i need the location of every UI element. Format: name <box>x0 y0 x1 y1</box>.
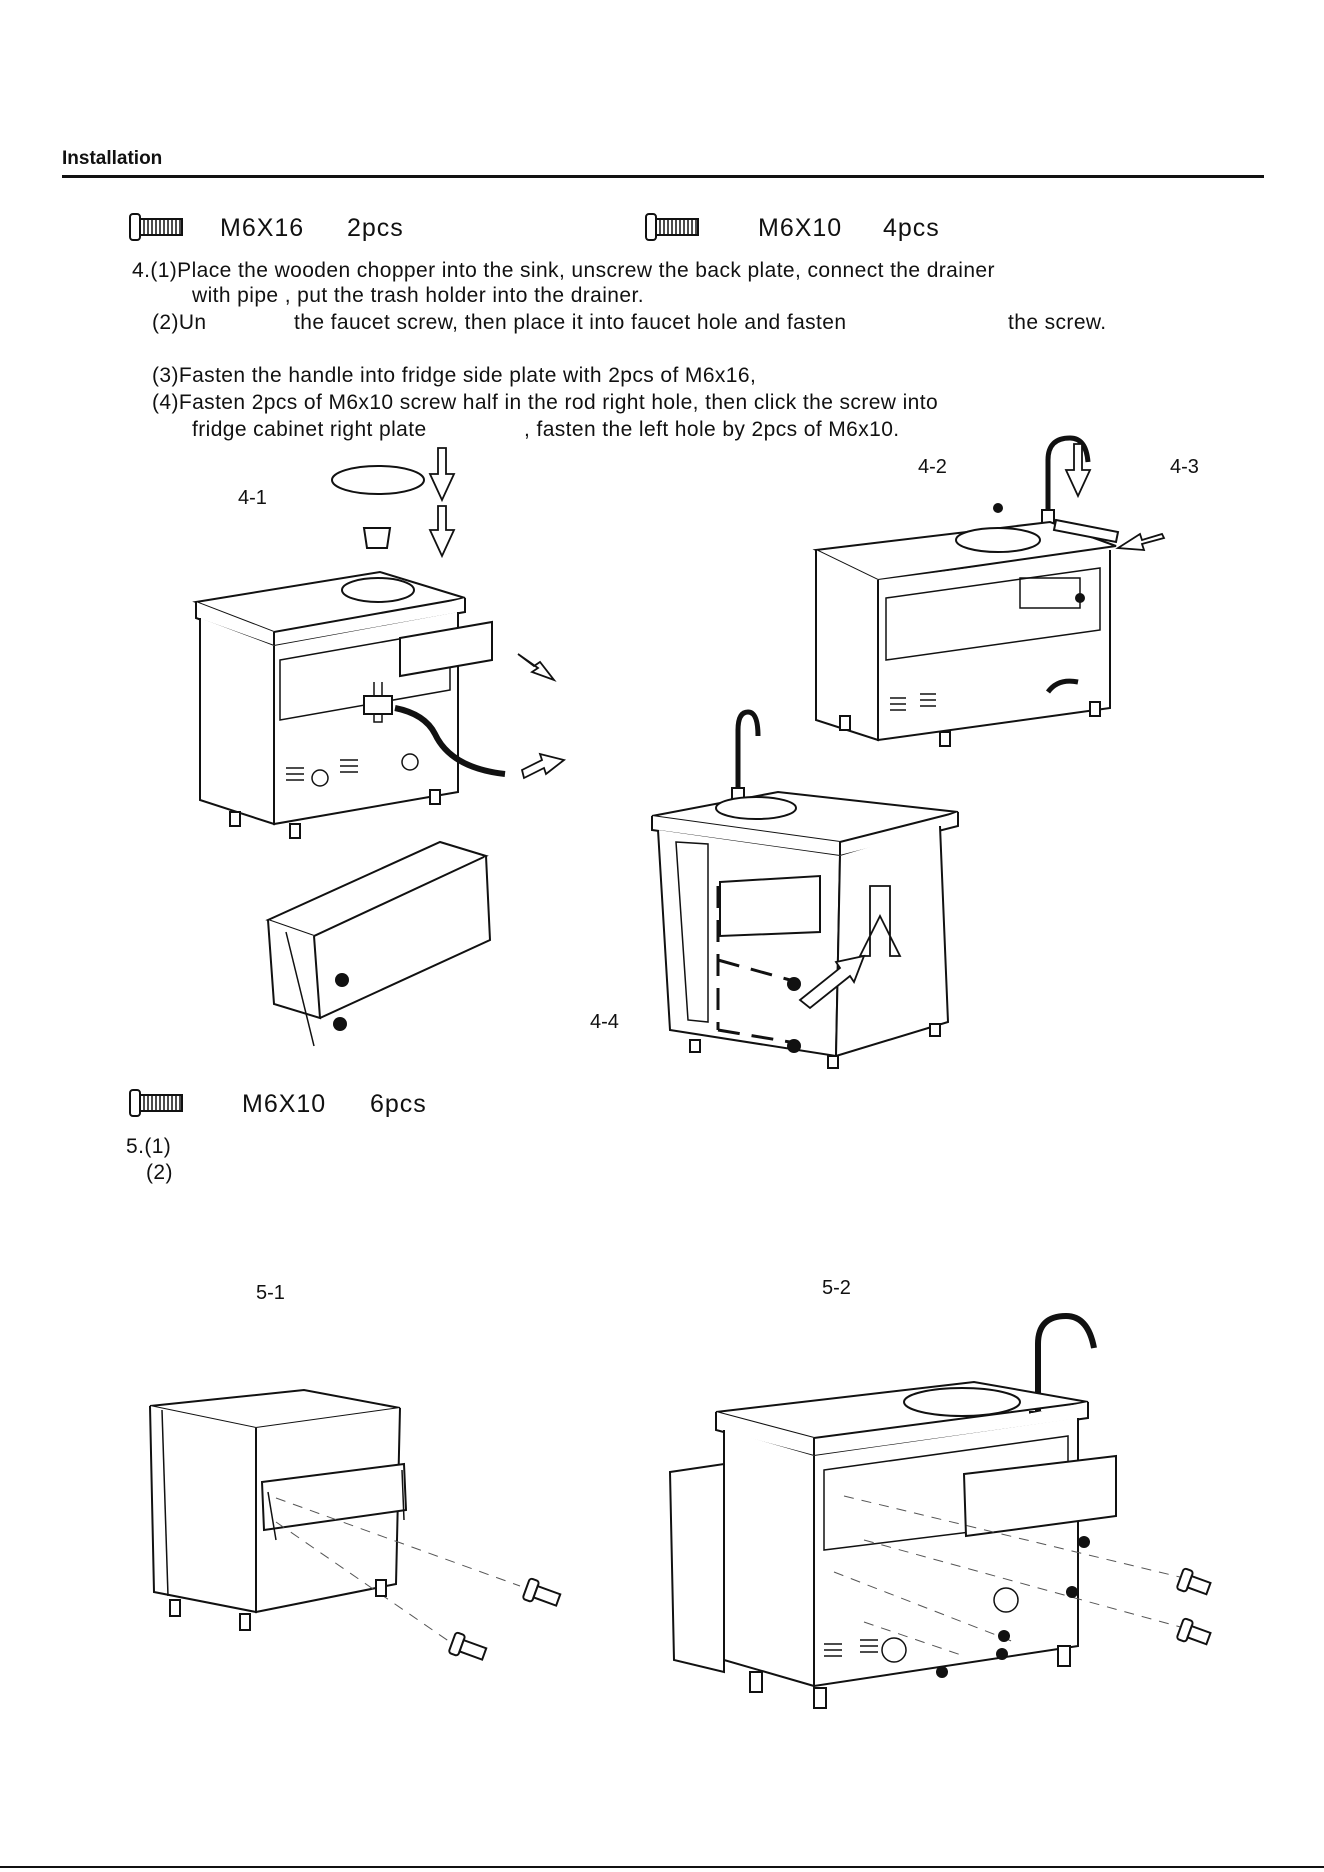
step5-line1: 5.(1) <box>126 1135 172 1158</box>
figure-label: 4-1 <box>238 487 267 509</box>
step4-line3: (3)Fasten the handle into fridge side pl… <box>152 364 757 387</box>
figure-label: 5-2 <box>822 1277 851 1299</box>
figure-label: 5-1 <box>256 1282 285 1304</box>
step4-line2c: the screw. <box>1008 311 1107 334</box>
step4-line4b: fridge cabinet right plate <box>192 418 427 441</box>
part-qty: 6pcs <box>370 1090 427 1118</box>
part-qty: 2pcs <box>347 214 404 242</box>
part-size: M6X10 <box>758 214 843 242</box>
step4-line2a: (2)Un <box>152 311 207 334</box>
footer-divider <box>0 1866 1324 1868</box>
step4-line2b: the faucet screw, then place it into fau… <box>294 311 847 334</box>
illustration-4-4 <box>640 700 980 1075</box>
part-size: M6X16 <box>220 214 305 242</box>
screw-icon <box>644 212 700 247</box>
step4-line4: (4)Fasten 2pcs of M6x10 screw half in th… <box>152 391 939 414</box>
step5-line2: (2) <box>146 1161 173 1184</box>
illustration-5-1 <box>140 1380 580 1675</box>
header-divider <box>62 175 1264 178</box>
part-qty: 4pcs <box>883 214 940 242</box>
figure-label: 4-4 <box>590 1011 619 1033</box>
figure-label: 4-3 <box>1170 456 1199 478</box>
figure-label: 4-2 <box>918 456 947 478</box>
section-title: Installation <box>62 148 163 169</box>
step4-line1b: with pipe , put the trash holder into th… <box>192 284 644 307</box>
illustration-4-1 <box>190 440 590 1065</box>
step4-line1: 4.(1)Place the wooden chopper into the s… <box>132 259 995 282</box>
step4-line4c: , fasten the left hole by 2pcs of M6x10. <box>524 418 900 441</box>
screw-icon <box>128 1088 184 1123</box>
part-size: M6X10 <box>242 1090 327 1118</box>
illustration-5-2 <box>664 1300 1224 1745</box>
screw-icon <box>128 212 184 247</box>
illustration-4-2 <box>800 420 1220 785</box>
